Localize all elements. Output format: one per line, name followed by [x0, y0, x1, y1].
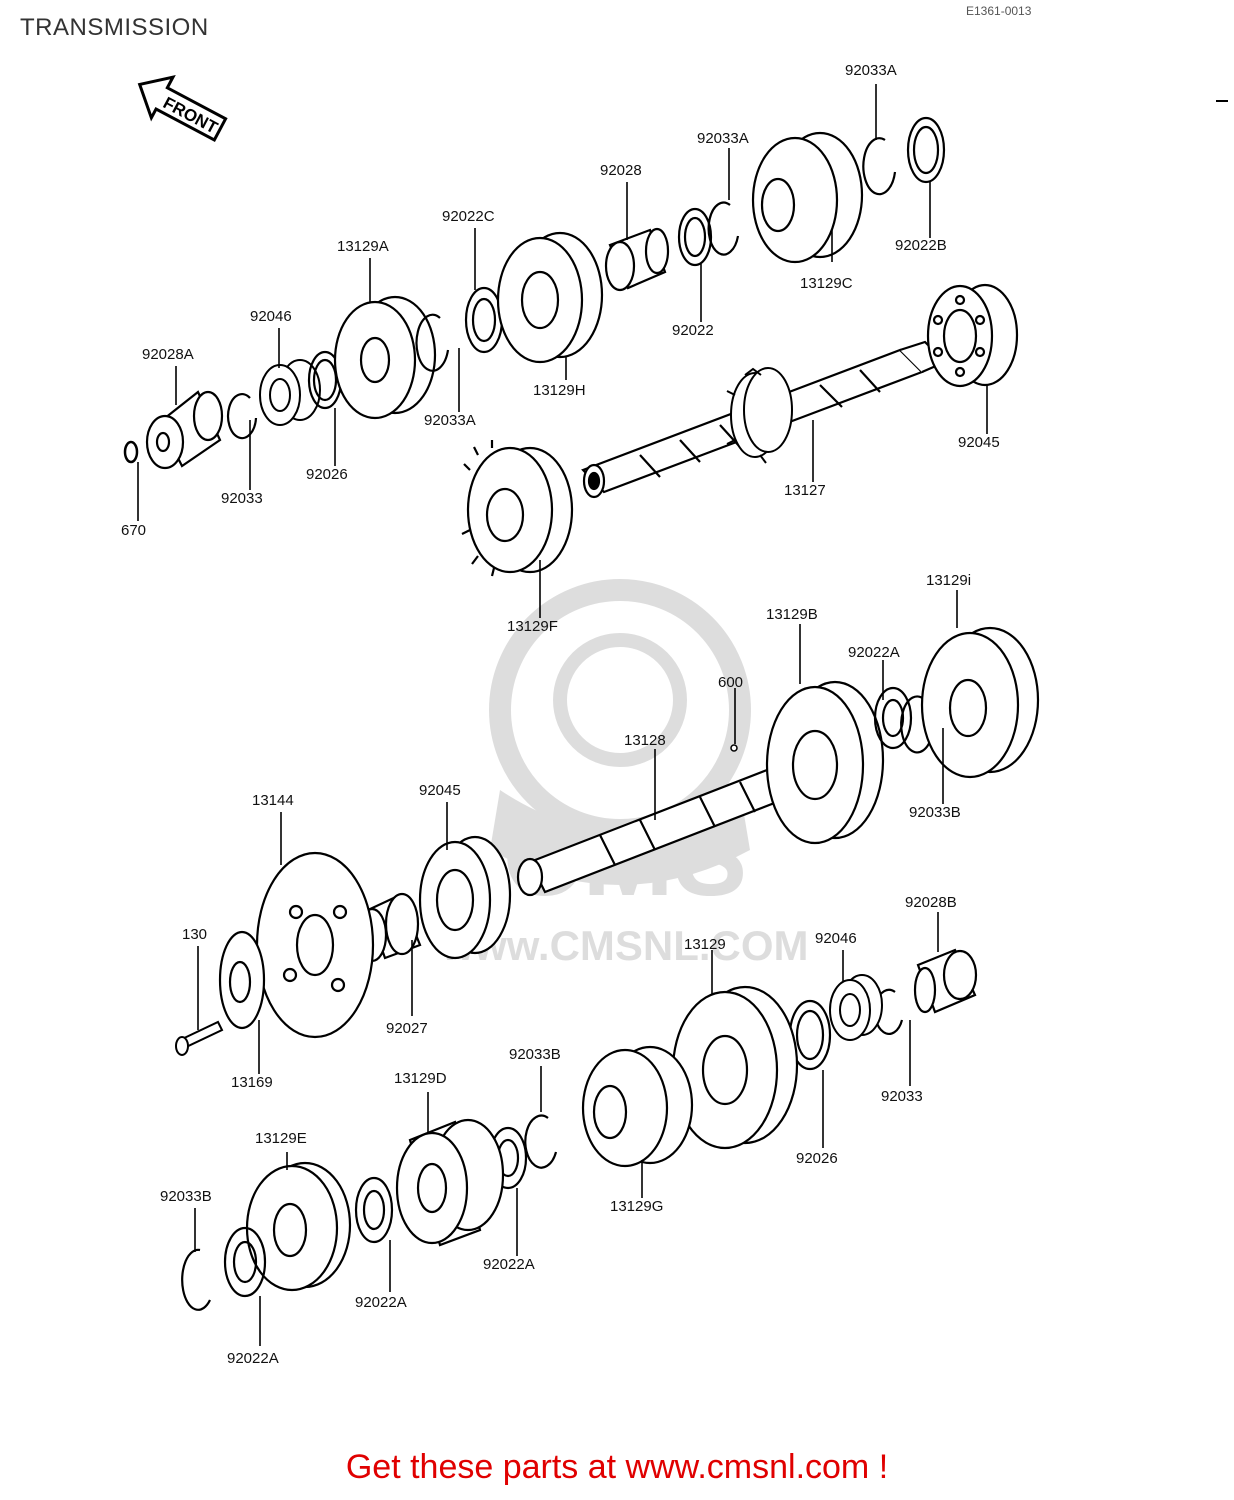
- part-label-92046[interactable]: 92046: [815, 930, 857, 947]
- washer-92022B: [906, 116, 946, 184]
- washer-92022C: [464, 286, 504, 354]
- part-label-92022[interactable]: 92022: [672, 322, 714, 339]
- front-arrow-icon: FRONT: [137, 75, 228, 143]
- part-label-92022b[interactable]: 92022B: [895, 237, 947, 254]
- part-label-92026[interactable]: 92026: [796, 1150, 838, 1167]
- part-label-92033[interactable]: 92033: [881, 1088, 923, 1105]
- washer-92022: [677, 207, 713, 267]
- gear-13129i: [920, 626, 1040, 779]
- footer-link-text[interactable]: Get these parts at www.cmsnl.com !: [345, 1448, 889, 1486]
- collar-92028B: [913, 948, 978, 1014]
- sprocket-13144: [255, 851, 375, 1039]
- shaft-13128: [516, 763, 797, 897]
- circlip-92033A-mid: [707, 201, 740, 256]
- gear-13129: [671, 985, 799, 1150]
- part-label-13127[interactable]: 13127: [784, 482, 826, 499]
- circlip-92033B-right: [900, 695, 934, 754]
- washer-92022A-left: [223, 1226, 267, 1298]
- part-label-92033a[interactable]: 92033A: [697, 130, 749, 147]
- part-label-13129f[interactable]: 13129F: [507, 618, 558, 635]
- part-label-13129d[interactable]: 13129D: [394, 1070, 447, 1087]
- part-label-92022a[interactable]: 92022A: [227, 1350, 279, 1367]
- part-label-92026[interactable]: 92026: [306, 466, 348, 483]
- collar-92028A: [145, 390, 224, 470]
- part-label-92033b[interactable]: 92033B: [509, 1046, 561, 1063]
- part-label-92033b[interactable]: 92033B: [160, 1188, 212, 1205]
- part-label-92045[interactable]: 92045: [958, 434, 1000, 451]
- part-label-13129[interactable]: 13129: [684, 936, 726, 953]
- bolt-130: [175, 1020, 224, 1056]
- page-edge-mark: [1216, 100, 1228, 102]
- part-label-600[interactable]: 600: [718, 674, 744, 691]
- part-label-92028b[interactable]: 92028B: [905, 894, 957, 911]
- pin-600: [730, 744, 738, 752]
- diagram-code: E1361-0013: [966, 4, 1032, 18]
- gear-13129D: [395, 1118, 505, 1247]
- circlip-92033A-lower: [415, 313, 450, 372]
- part-label-92033a[interactable]: 92033A: [424, 412, 476, 429]
- part-label-13129i[interactable]: 13129i: [926, 572, 972, 589]
- part-label-92022a[interactable]: 92022A: [848, 644, 900, 661]
- shaft-gear-13127: [726, 367, 793, 464]
- gear-13129A: [333, 295, 437, 420]
- part-label-13128[interactable]: 13128: [624, 732, 666, 749]
- bearing-92045-lower: [418, 835, 512, 960]
- part-label-92022a[interactable]: 92022A: [483, 1256, 535, 1273]
- part-label-670[interactable]: 670: [121, 522, 147, 539]
- plate-13169: [218, 930, 266, 1030]
- part-label-92028[interactable]: 92028: [600, 162, 642, 179]
- part-label-92046[interactable]: 92046: [250, 308, 292, 325]
- page-title: TRANSMISSION: [20, 14, 209, 41]
- gear-13129F: [461, 440, 574, 577]
- part-label-13129h[interactable]: 13129H: [533, 382, 586, 399]
- part-label-13129b[interactable]: 13129B: [766, 606, 818, 623]
- bearing-92045-upper: [926, 283, 1019, 388]
- circlip-92033-upper: [226, 393, 258, 440]
- part-label-92022c[interactable]: 92022C: [442, 208, 495, 225]
- part-label-92022a[interactable]: 92022A: [355, 1294, 407, 1311]
- part-label-13129c[interactable]: 13129C: [800, 275, 853, 292]
- part-label-13169[interactable]: 13169: [231, 1074, 273, 1091]
- part-label-92045[interactable]: 92045: [419, 782, 461, 799]
- part-label-92028a[interactable]: 92028A: [142, 346, 194, 363]
- part-label-92033[interactable]: 92033: [221, 490, 263, 507]
- circlip-92033B-left: [181, 1248, 211, 1311]
- gear-13129E: [245, 1161, 352, 1292]
- washer-670: [123, 440, 139, 464]
- needle-bearing-92046-lower: [829, 974, 883, 1041]
- gear-13129G: [581, 1045, 694, 1168]
- part-label-13144[interactable]: 13144: [252, 792, 294, 809]
- part-label-13129e[interactable]: 13129E: [255, 1130, 307, 1147]
- bushing-92028: [604, 227, 670, 292]
- gear-13129H: [496, 231, 604, 364]
- part-label-92033b[interactable]: 92033B: [909, 804, 961, 821]
- gear-13129C: [751, 131, 864, 264]
- washer-92022A-right: [873, 686, 913, 750]
- washer-92022A-low: [354, 1176, 394, 1244]
- leader-lines: [137, 84, 988, 1346]
- part-label-92033a[interactable]: 92033A: [845, 62, 897, 79]
- circlip-92033B-mid: [524, 1114, 558, 1169]
- part-label-13129g[interactable]: 13129G: [610, 1198, 664, 1215]
- part-label-13129a[interactable]: 13129A: [337, 238, 389, 255]
- part-label-92027[interactable]: 92027: [386, 1020, 428, 1037]
- circlip-92033A-top: [862, 137, 897, 196]
- part-label-130[interactable]: 130: [182, 926, 208, 943]
- gear-13129B: [765, 680, 885, 845]
